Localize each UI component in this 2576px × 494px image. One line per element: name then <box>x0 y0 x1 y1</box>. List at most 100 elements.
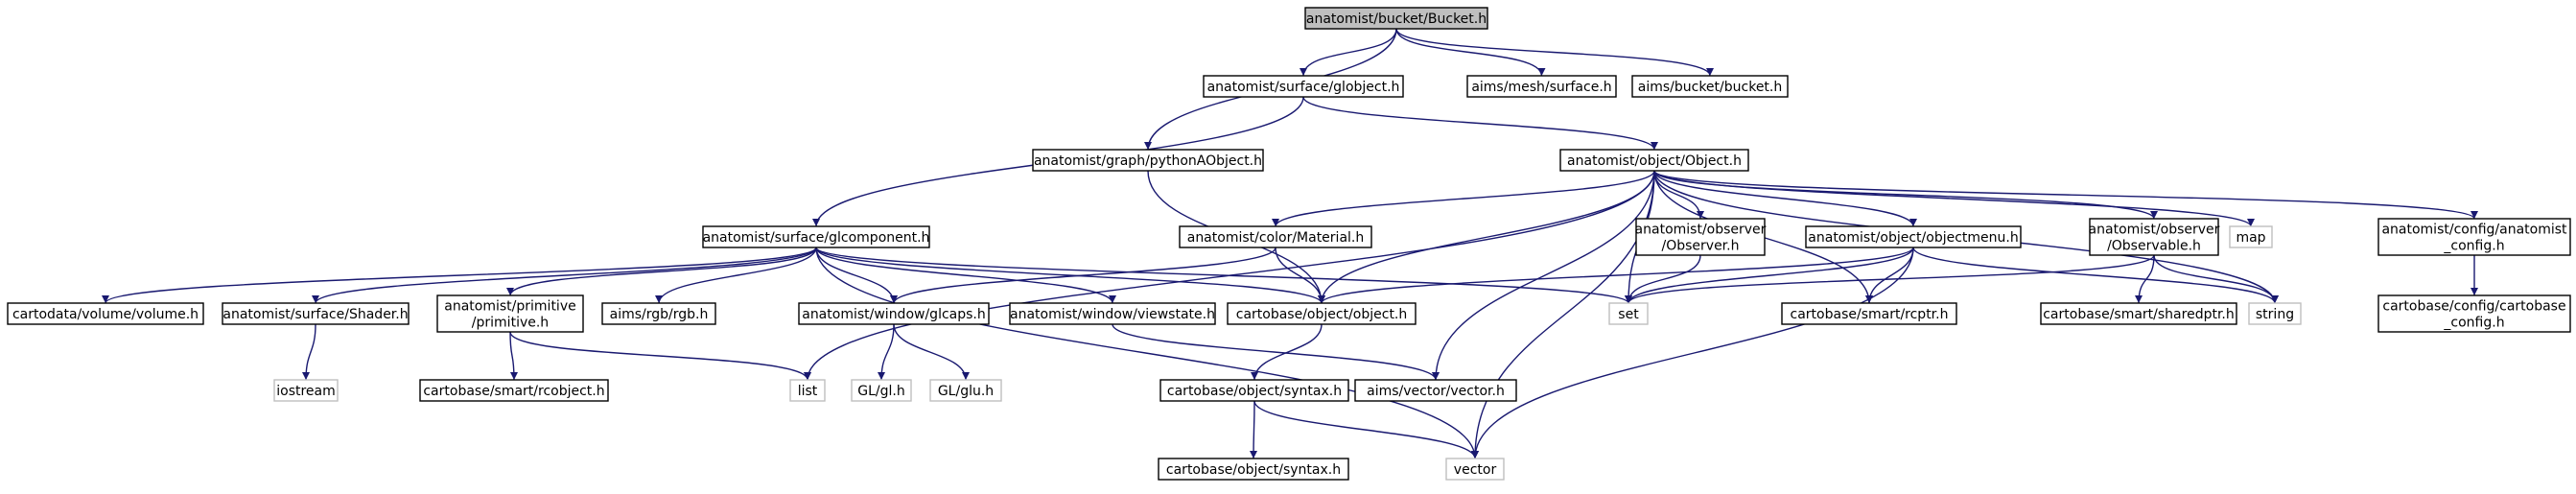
edge-line <box>655 247 817 304</box>
edge-shader-to-iostream <box>302 323 316 381</box>
node-box <box>1158 458 1349 481</box>
node-box <box>1032 149 1264 172</box>
edge-line <box>815 247 1632 304</box>
edge-line <box>1625 254 2155 304</box>
node-label: cartobase/smart/rcptr.h <box>1791 307 1949 322</box>
node-syntax[interactable]: cartobase/object/syntax.h <box>1159 379 1349 402</box>
edge-objectmenu-to-string <box>1912 247 2279 304</box>
edge-object-to-material <box>1272 170 1655 227</box>
edge-line <box>1395 28 1546 77</box>
node-label: anatomist/color/Material.h <box>1187 230 1365 246</box>
edge-glcomponent-to-vector <box>815 247 1479 459</box>
node-box <box>702 225 930 248</box>
node-label: GL/glu.h <box>938 384 994 399</box>
node-box <box>851 379 912 402</box>
edge-line <box>509 331 518 381</box>
node-label: vector <box>1454 462 1497 478</box>
node-label: anatomist/bucket/Bucket.h <box>1306 12 1487 27</box>
node-vector_h[interactable]: aims/vector/vector.h <box>1354 379 1517 402</box>
edge-line <box>878 323 895 381</box>
node-primitive[interactable]: anatomist/primitive/primitive.h <box>436 294 584 333</box>
node-label: _config.h <box>2443 316 2504 331</box>
edge-line <box>815 247 898 304</box>
node-label: anatomist/object/objectmenu.h <box>1808 230 2018 246</box>
edge-cartoobject-to-syntax <box>1251 323 1323 381</box>
node-set: set <box>1608 302 1649 325</box>
edge-line <box>1112 323 1440 381</box>
node-gluh: GL/glu.h <box>929 379 1002 402</box>
node-pythonaobject[interactable]: anatomist/graph/pythonAObject.h <box>1032 149 1264 172</box>
node-rcptr[interactable]: cartobase/smart/rcptr.h <box>1781 302 1957 325</box>
edge-line <box>815 247 1116 304</box>
node-label: aims/rgb/rgb.h <box>610 307 709 322</box>
node-list: list <box>789 379 826 402</box>
node-box <box>222 302 410 325</box>
edge-glcaps-to-gluh <box>893 323 970 381</box>
edge-observable-to-set <box>1625 254 2155 304</box>
node-label: anatomist/surface/globject.h <box>1207 80 1400 95</box>
node-cartoobject[interactable]: cartobase/object/object.h <box>1227 302 1417 325</box>
node-label: cartobase/smart/rcobject.h <box>423 384 604 399</box>
edge-glcomponent-to-glcaps <box>815 247 898 304</box>
edge-line <box>312 247 817 304</box>
edge-objectmenu-to-cartoobject <box>1318 247 1914 304</box>
node-bucket[interactable]: anatomist/bucket/Bucket.h <box>1304 7 1488 30</box>
node-observer[interactable]: anatomist/observer/Observer.h <box>1635 218 1767 256</box>
edge-object-to-anaconfig <box>1653 170 2478 220</box>
node-box <box>2377 294 2571 333</box>
node-box <box>601 302 716 325</box>
node-label: /primitive.h <box>472 316 549 331</box>
node-volume[interactable]: cartodata/volume/volume.h <box>7 302 204 325</box>
edge-observable-to-sharedptr <box>2135 254 2155 304</box>
edge-line <box>1432 170 1655 381</box>
node-label: aims/vector/vector.h <box>1367 384 1505 399</box>
node-viewstate[interactable]: anatomist/window/viewstate.h <box>1009 302 1216 325</box>
edge-line <box>1302 96 1658 151</box>
node-syntax2[interactable]: cartobase/object/syntax.h <box>1158 458 1349 481</box>
edge-line <box>1272 170 1655 227</box>
node-box <box>2229 225 2273 248</box>
node-box <box>1354 379 1517 402</box>
node-layer: anatomist/bucket/Bucket.h anatomist/surfa… <box>7 7 2571 481</box>
node-globject[interactable]: anatomist/surface/globject.h <box>1203 75 1404 98</box>
node-box <box>1559 149 1749 172</box>
node-rcobject[interactable]: cartobase/smart/rcobject.h <box>419 379 609 402</box>
node-object[interactable]: anatomist/object/Object.h <box>1559 149 1749 172</box>
edge-line <box>1275 247 1325 304</box>
edge-line <box>2135 254 2155 304</box>
edge-glcomponent-to-rgb <box>655 247 817 304</box>
edge-bucket-to-aimsbucket <box>1395 28 1714 77</box>
node-aimssurface[interactable]: aims/mesh/surface.h <box>1466 75 1617 98</box>
node-label: anatomist/primitive <box>444 299 575 315</box>
edge-object-to-vector_h <box>1432 170 1655 381</box>
edge-line <box>1250 400 1258 459</box>
node-string: string <box>2248 302 2302 325</box>
node-anaconfig[interactable]: anatomist/config/anatomist_config.h <box>2377 218 2571 256</box>
node-glcaps[interactable]: anatomist/window/glcaps.h <box>798 302 990 325</box>
node-cbconfig[interactable]: cartobase/config/cartobase_config.h <box>2377 294 2571 333</box>
node-label: /Observable.h <box>2107 239 2201 254</box>
node-observable[interactable]: anatomist/observer/Observable.h <box>2089 218 2220 256</box>
node-sharedptr[interactable]: cartobase/smart/sharedptr.h <box>2040 302 2237 325</box>
node-material[interactable]: anatomist/color/Material.h <box>1179 225 1372 248</box>
edge-object-to-map <box>1653 170 2255 227</box>
edge-glcomponent-to-viewstate <box>815 247 1116 304</box>
edge-syntax-to-syntax2 <box>1250 400 1258 459</box>
node-box <box>2377 218 2571 256</box>
node-box <box>1635 218 1766 256</box>
node-objectmenu[interactable]: anatomist/object/objectmenu.h <box>1805 225 2022 248</box>
node-box <box>1608 302 1649 325</box>
node-label: anatomist/surface/Shader.h <box>222 307 408 322</box>
node-shader[interactable]: anatomist/surface/Shader.h <box>222 302 410 325</box>
node-label: anatomist/observer <box>1635 223 1767 238</box>
edge-line <box>1653 170 2255 227</box>
node-glcomponent[interactable]: anatomist/surface/glcomponent.h <box>702 225 930 248</box>
node-aimsbucket[interactable]: aims/bucket/bucket.h <box>1631 75 1789 98</box>
edge-line <box>2153 254 2279 304</box>
node-label: iostream <box>276 384 336 399</box>
edge-primitive-to-rcobject <box>509 331 518 381</box>
edge-line <box>1912 247 2279 304</box>
edge-line <box>1625 247 1914 304</box>
node-rgb[interactable]: aims/rgb/rgb.h <box>601 302 716 325</box>
edge-viewstate-to-vector_h <box>1112 323 1440 381</box>
